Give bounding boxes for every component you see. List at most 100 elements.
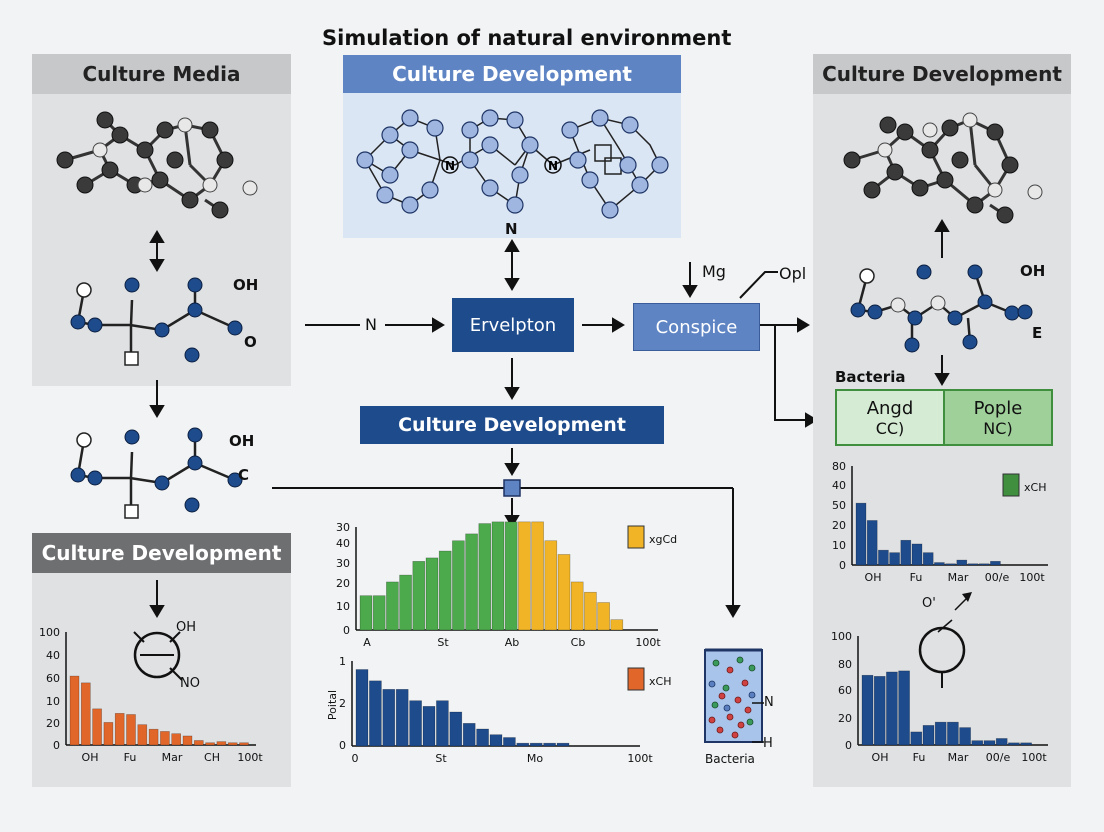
bar <box>205 742 215 746</box>
bar <box>114 713 125 746</box>
tube-n-label: N <box>764 695 774 710</box>
x-tick-label: 100t <box>1021 751 1047 764</box>
left-lower-no-label: NO <box>180 676 200 691</box>
bar <box>462 723 476 747</box>
y-tick-label: 10 <box>336 600 350 613</box>
bar <box>409 700 422 747</box>
x-tick-label: 100t <box>237 751 263 764</box>
tube-bacteria-label: Bacteria <box>705 752 755 766</box>
bar <box>359 595 373 631</box>
table-cell-pople-line2: NC) <box>983 418 1013 438</box>
bar <box>945 563 956 566</box>
flow-n-input: N <box>365 315 377 334</box>
legend-swatch <box>1002 473 1020 497</box>
bar <box>570 581 584 631</box>
bar <box>911 543 923 566</box>
bar <box>956 559 968 566</box>
bar <box>922 552 934 566</box>
tube-h-label: H <box>763 736 773 751</box>
bar <box>216 741 227 746</box>
bar <box>476 728 489 747</box>
left-lower-oh-label: OH <box>176 620 197 635</box>
bar <box>610 619 624 631</box>
bar <box>889 552 900 566</box>
table-cell-pople: Pople NC) <box>943 389 1053 446</box>
bar <box>543 742 556 747</box>
y-tick-label: 0 <box>845 739 852 752</box>
x-tick-label: Ab <box>505 636 520 649</box>
center-top-header: Culture Development <box>343 55 681 93</box>
bar <box>369 680 382 747</box>
x-tick-label: St <box>435 752 447 765</box>
x-tick-label: OH <box>872 751 889 764</box>
bar <box>866 520 878 566</box>
x-tick-label: Fu <box>913 751 926 764</box>
bar <box>126 714 136 746</box>
bar <box>995 738 1008 746</box>
y-tick-label: 80 <box>838 658 852 671</box>
bar <box>910 731 923 746</box>
bar <box>504 521 518 631</box>
bar <box>922 725 935 746</box>
bar <box>971 740 984 746</box>
y-tick-label: 100 <box>39 626 60 639</box>
bar <box>194 740 204 746</box>
bar <box>382 689 396 747</box>
bar <box>69 675 80 746</box>
bar <box>182 735 193 746</box>
bar <box>425 557 439 631</box>
legend-swatch <box>627 525 645 549</box>
x-tick-label: 100t <box>635 636 661 649</box>
bar <box>967 563 979 566</box>
x-tick-label: OH <box>865 571 882 584</box>
left-o-label: O <box>244 333 257 351</box>
bar <box>934 721 947 746</box>
right-e-label: E <box>1032 324 1043 342</box>
bar <box>81 682 91 746</box>
bar <box>137 724 148 746</box>
bar <box>503 737 516 747</box>
y-tick-label: 0 <box>53 739 60 752</box>
bar <box>355 669 369 747</box>
left-oh-label-1: OH <box>233 276 259 294</box>
bar <box>422 706 436 747</box>
legend-swatch <box>627 667 645 691</box>
bar <box>959 727 971 746</box>
y-tick-label: 0 <box>839 559 846 572</box>
y-tick-label: 80 <box>832 460 846 473</box>
x-tick-label: Mar <box>948 571 969 584</box>
x-tick-label: Mar <box>162 751 183 764</box>
bar <box>103 722 114 746</box>
table-cell-pople-line1: Pople <box>973 397 1023 419</box>
x-tick-label: 100t <box>1019 571 1045 584</box>
bar <box>861 674 874 746</box>
x-tick-label: 00/e <box>986 751 1011 764</box>
bar <box>934 562 945 566</box>
bar <box>518 521 531 631</box>
bar <box>556 742 570 747</box>
y-tick-label: 10 <box>832 539 846 552</box>
right-bacteria-label: Bacteria <box>835 368 906 386</box>
left-c-label: C <box>238 466 250 484</box>
legend-label: xgCd <box>649 533 677 546</box>
bar <box>983 740 996 746</box>
conspice-box: Conspice <box>633 303 760 351</box>
legend-label: xCH <box>1024 481 1046 494</box>
right-oh-label: OH <box>1020 262 1046 280</box>
y-tick-label: 60 <box>838 684 852 697</box>
legend-label: xCH <box>649 675 671 688</box>
bar <box>452 540 465 631</box>
x-tick-label: 100t <box>627 752 653 765</box>
y-tick-label: 0 <box>343 624 350 637</box>
center-n-label: N <box>505 220 518 238</box>
left-lower-header: Culture Development <box>32 533 291 573</box>
bar <box>873 676 886 746</box>
bar <box>557 554 571 631</box>
y-tick-label: 60 <box>46 672 60 685</box>
bar <box>531 521 544 631</box>
x-tick-label: OH <box>82 751 99 764</box>
